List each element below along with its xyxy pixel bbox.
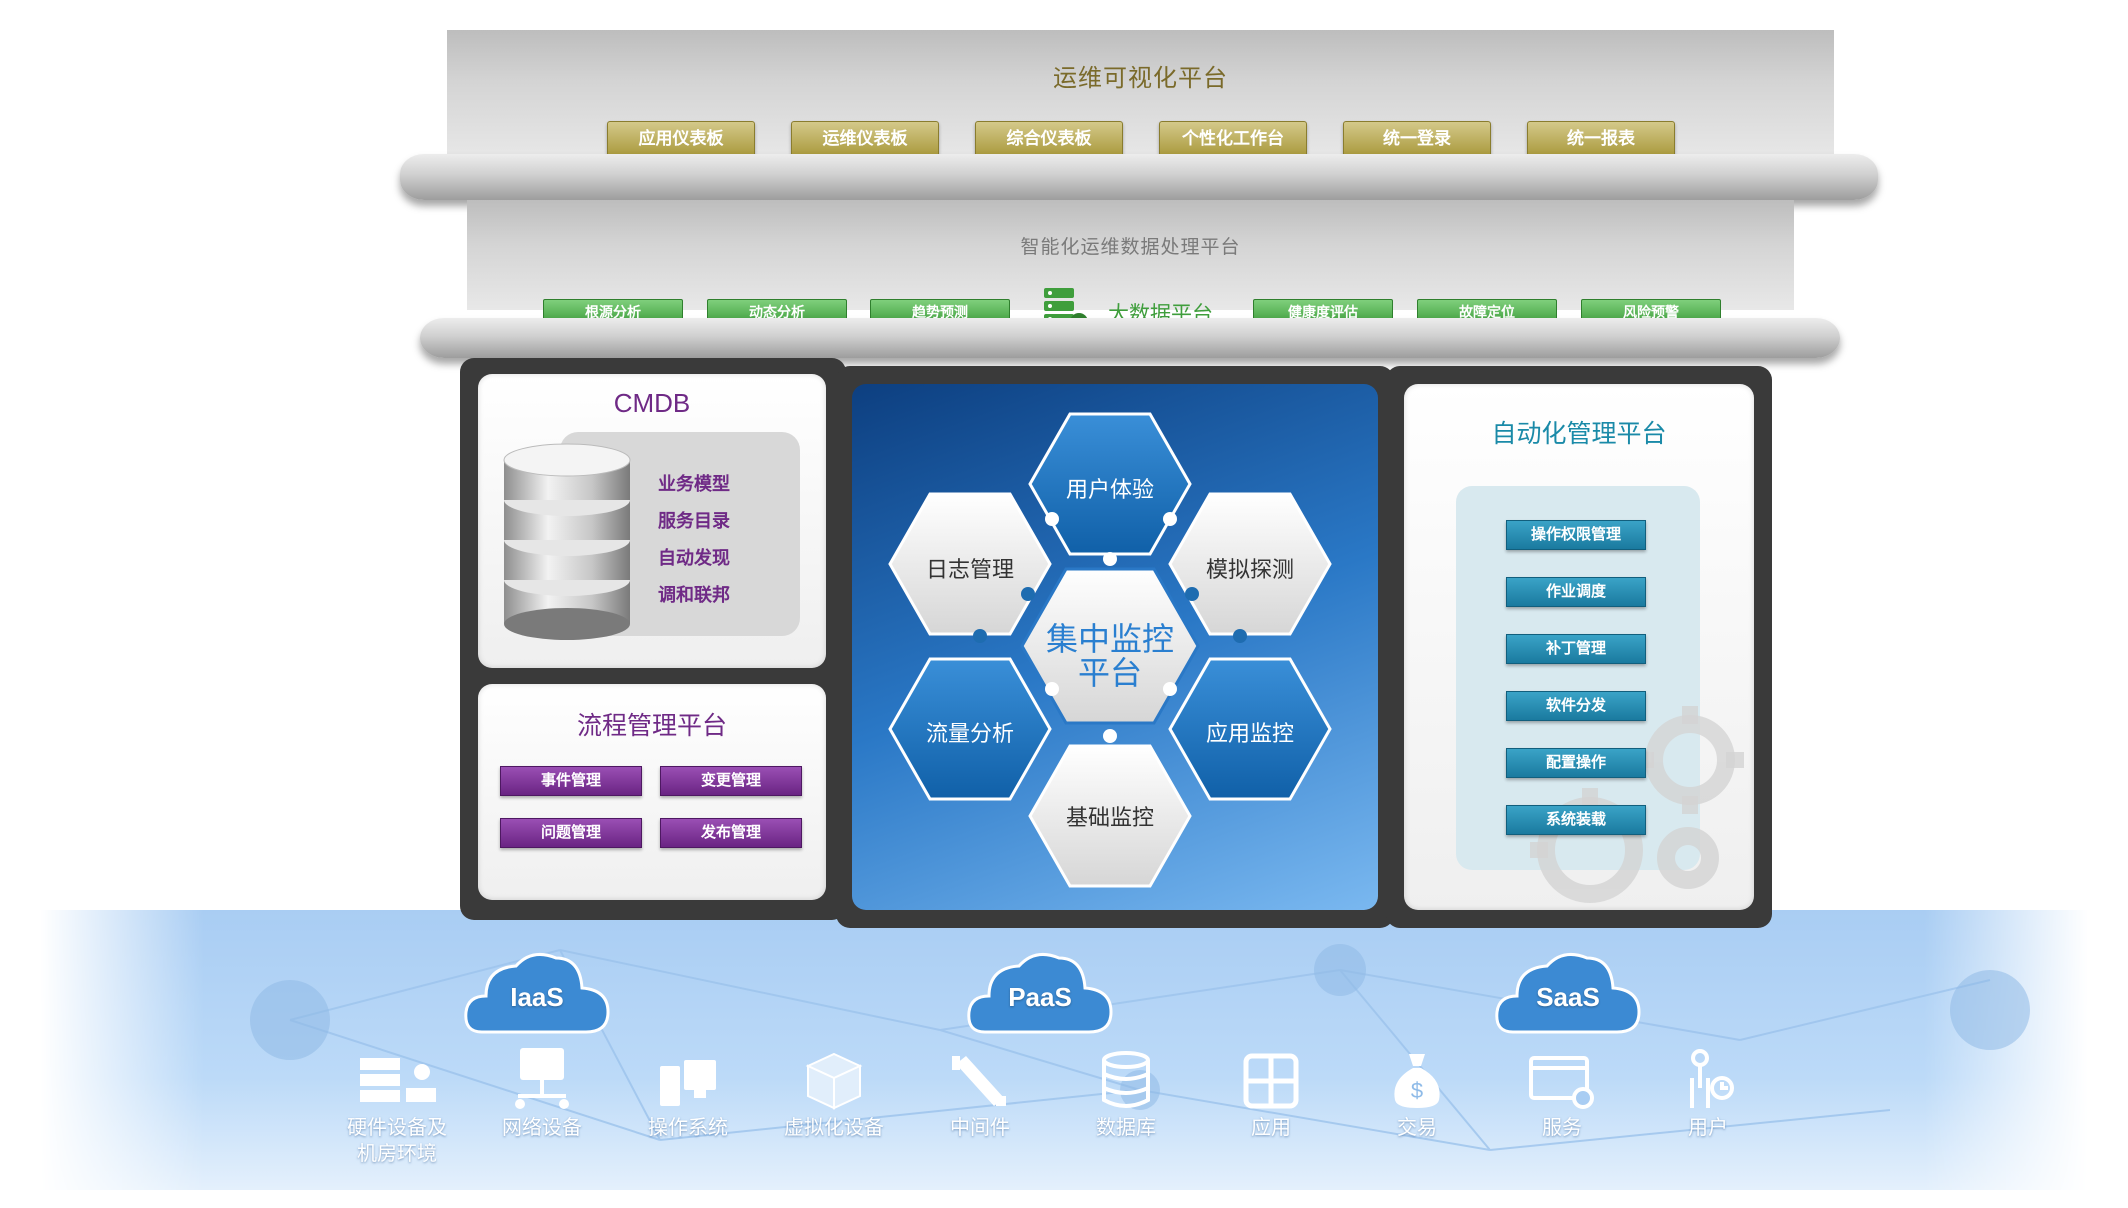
center-title-line2: 平台 [1077, 655, 1142, 691]
resource-database[interactable]: 数据库 [1056, 1050, 1196, 1141]
tag-patch-management[interactable]: 补丁管理 [1506, 634, 1646, 664]
tag-app-dashboard[interactable]: 应用仪表板 [607, 121, 755, 157]
data-platform-shelf [420, 318, 1840, 358]
hex-traffic-analysis [888, 657, 1052, 801]
resource-hardware[interactable]: 硬件设备及 机房环境 [327, 1054, 467, 1167]
tag-ops-dashboard[interactable]: 运维仪表板 [791, 121, 939, 157]
middleware-icon [952, 1056, 1006, 1106]
cmdb-title: CMDB [613, 388, 691, 418]
service-icon [1529, 1056, 1594, 1109]
tag-release-management[interactable]: 发布管理 [660, 818, 802, 848]
resource-label-user: 用户 [1688, 1117, 1728, 1139]
tag-unified-login[interactable]: 统一登录 [1343, 121, 1491, 157]
resource-label-virtual: 虚拟化设备 [784, 1117, 884, 1139]
server-rack-icon [360, 1058, 436, 1102]
resource-network[interactable]: 网络设备 [472, 1046, 612, 1141]
hex-label-log-management[interactable]: 日志管理 [925, 557, 1014, 582]
automation-platform-title: 自动化管理平台 [1491, 420, 1667, 448]
tag-job-scheduling[interactable]: 作业调度 [1506, 577, 1646, 607]
resource-label-application: 应用 [1251, 1117, 1291, 1139]
network-device-icon [515, 1048, 569, 1109]
process-platform-title: 流程管理平台 [576, 712, 727, 740]
resource-label-transaction: 交易 [1397, 1117, 1437, 1139]
user-icon [1690, 1049, 1734, 1108]
tag-integrated-dashboard[interactable]: 综合仪表板 [975, 121, 1123, 157]
resource-label-service: 服务 [1542, 1117, 1582, 1139]
cmdb-item-reconciliation[interactable]: 调和联邦 [658, 585, 730, 605]
center-title-line1: 集中监控 [1045, 621, 1174, 657]
data-platform-backdrop [467, 200, 1794, 310]
money-bag-icon: $ [1394, 1054, 1440, 1108]
resource-label-network: 网络设备 [502, 1117, 582, 1139]
cloud-label-iaas: IaaS [510, 982, 564, 1012]
cmdb-item-business-model[interactable]: 业务模型 [658, 474, 730, 494]
hex-label-user-experience[interactable]: 用户体验 [1065, 477, 1154, 502]
hex-center-monitor-platform [1020, 567, 1200, 725]
visualization-platform-title: 运维可视化平台 [1053, 65, 1228, 92]
hex-infrastructure-monitoring [1028, 744, 1192, 888]
cloud-saas-icon [1495, 952, 1641, 1034]
resource-middleware[interactable]: 中间件 [910, 1054, 1050, 1141]
tag-change-management[interactable]: 变更管理 [660, 766, 802, 796]
cloud-paas-icon [967, 952, 1113, 1034]
resource-label-middleware: 中间件 [950, 1117, 1010, 1139]
hex-label-synthetic-probe[interactable]: 模拟探测 [1205, 557, 1294, 582]
database-icon [1102, 1051, 1150, 1108]
resource-label-database: 数据库 [1096, 1117, 1156, 1139]
resource-label-hardware-2: 机房环境 [357, 1143, 437, 1165]
svg-text:$: $ [1411, 1078, 1423, 1103]
application-icon [1243, 1053, 1299, 1109]
monitor-hex-cluster [888, 412, 1332, 888]
tag-personal-workbench[interactable]: 个性化工作台 [1159, 121, 1307, 157]
tag-incident-management[interactable]: 事件管理 [500, 766, 642, 796]
tag-trend-prediction[interactable]: 趋势预测 [870, 299, 1010, 325]
hex-log-management [888, 492, 1052, 636]
hex-user-experience [1028, 412, 1192, 556]
tag-configuration-operation[interactable]: 配置操作 [1506, 748, 1646, 778]
cmdb-item-service-catalog[interactable]: 服务目录 [658, 511, 730, 531]
resource-label-os: 操作系统 [648, 1117, 728, 1139]
resource-label-hardware-1: 硬件设备及 [347, 1117, 447, 1139]
resource-user[interactable]: 用户 [1638, 1048, 1778, 1141]
tag-software-distribution[interactable]: 软件分发 [1506, 691, 1646, 721]
operating-system-icon [660, 1060, 716, 1106]
resource-transaction[interactable]: $ 交易 [1347, 1050, 1487, 1141]
resource-os[interactable]: 操作系统 [618, 1056, 758, 1141]
cloud-label-saas: SaaS [1536, 982, 1600, 1012]
database-cylinder-icon [503, 443, 631, 640]
tag-problem-management[interactable]: 问题管理 [500, 818, 642, 848]
hex-synthetic-probe [1168, 492, 1332, 636]
hex-label-application-monitoring[interactable]: 应用监控 [1205, 721, 1294, 746]
hex-label-infrastructure-monitoring[interactable]: 基础监控 [1065, 805, 1154, 830]
data-platform-title: 智能化运维数据处理平台 [1020, 237, 1241, 258]
resource-virtual[interactable]: 虚拟化设备 [764, 1050, 904, 1141]
cloud-label-paas: PaaS [1008, 982, 1072, 1012]
virtual-device-icon [805, 1052, 863, 1110]
tag-system-loading[interactable]: 系统装载 [1506, 805, 1646, 835]
tag-unified-report[interactable]: 统一报表 [1527, 121, 1675, 157]
resource-service[interactable]: 服务 [1492, 1054, 1632, 1141]
visualization-platform-shelf [400, 154, 1878, 200]
resource-application[interactable]: 应用 [1201, 1052, 1341, 1141]
tag-permission-management[interactable]: 操作权限管理 [1506, 520, 1646, 550]
hex-label-traffic-analysis[interactable]: 流量分析 [925, 721, 1014, 746]
hex-application-monitoring [1168, 657, 1332, 801]
cmdb-item-auto-discovery[interactable]: 自动发现 [658, 548, 730, 568]
cloud-iaas-icon [464, 952, 610, 1034]
